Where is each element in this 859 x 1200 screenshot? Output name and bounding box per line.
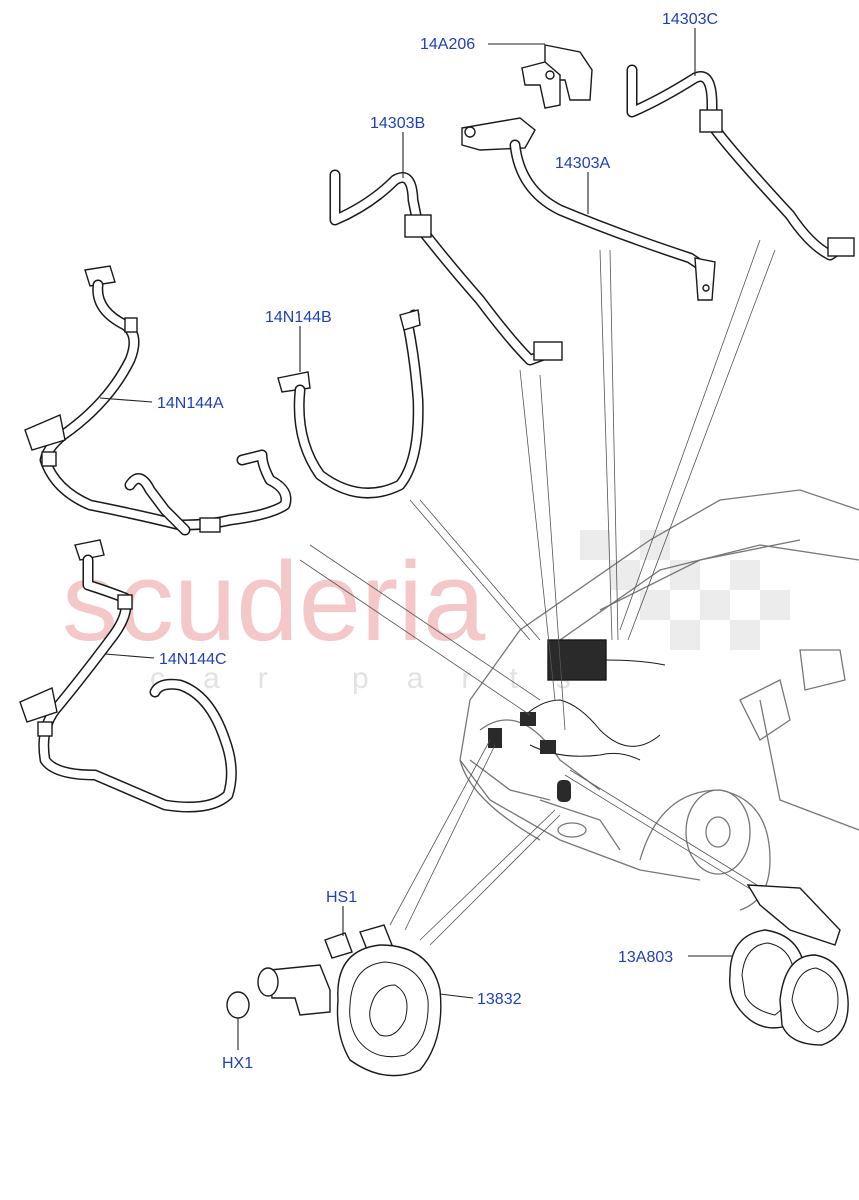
nut-icon (226, 991, 250, 1019)
projection-lines (299, 239, 776, 946)
callout-14A206[interactable]: 14A206 (420, 36, 475, 53)
horn-mount-left-icon (488, 728, 502, 748)
leader-lines (99, 28, 732, 1050)
callout-HS1[interactable]: HS1 (326, 889, 357, 906)
watermark-checker (580, 530, 790, 650)
horn-mount-right-icon (557, 780, 571, 802)
callout-14N144B[interactable]: 14N144B (265, 309, 332, 326)
watermark-sub: car parts (150, 662, 609, 695)
callout-14N144A[interactable]: 14N144A (157, 395, 224, 412)
callout-13832[interactable]: 13832 (477, 991, 522, 1008)
battery-cable-14N144C (19, 539, 237, 813)
battery-cable-14303A (461, 117, 716, 301)
battery-clamp-14A206 (521, 44, 593, 109)
battery-icon (547, 639, 607, 681)
battery-cable-14N144B (277, 309, 424, 499)
horn-13832 (226, 924, 442, 1077)
callout-14303C[interactable]: 14303C (662, 11, 718, 28)
battery-cable-14303B (329, 169, 563, 366)
battery-cable-14303C (626, 64, 855, 261)
callout-14N144C[interactable]: 14N144C (159, 651, 227, 668)
callout-14303B[interactable]: 14303B (370, 115, 425, 132)
watermark: scuderia car parts (62, 530, 790, 695)
callout-labels: 14A206 14303C 14303B 14303A 14N144B 14N1… (157, 11, 718, 1072)
vehicle-outline (459, 489, 859, 911)
engine-bay-components (488, 639, 666, 802)
callout-13A803[interactable]: 13A803 (618, 949, 673, 966)
horn-13A803 (729, 884, 849, 1046)
bolt-icon (324, 932, 353, 959)
battery-cable-14N144A (24, 265, 292, 536)
callout-14303A[interactable]: 14303A (555, 155, 610, 172)
callout-HX1[interactable]: HX1 (222, 1055, 253, 1072)
